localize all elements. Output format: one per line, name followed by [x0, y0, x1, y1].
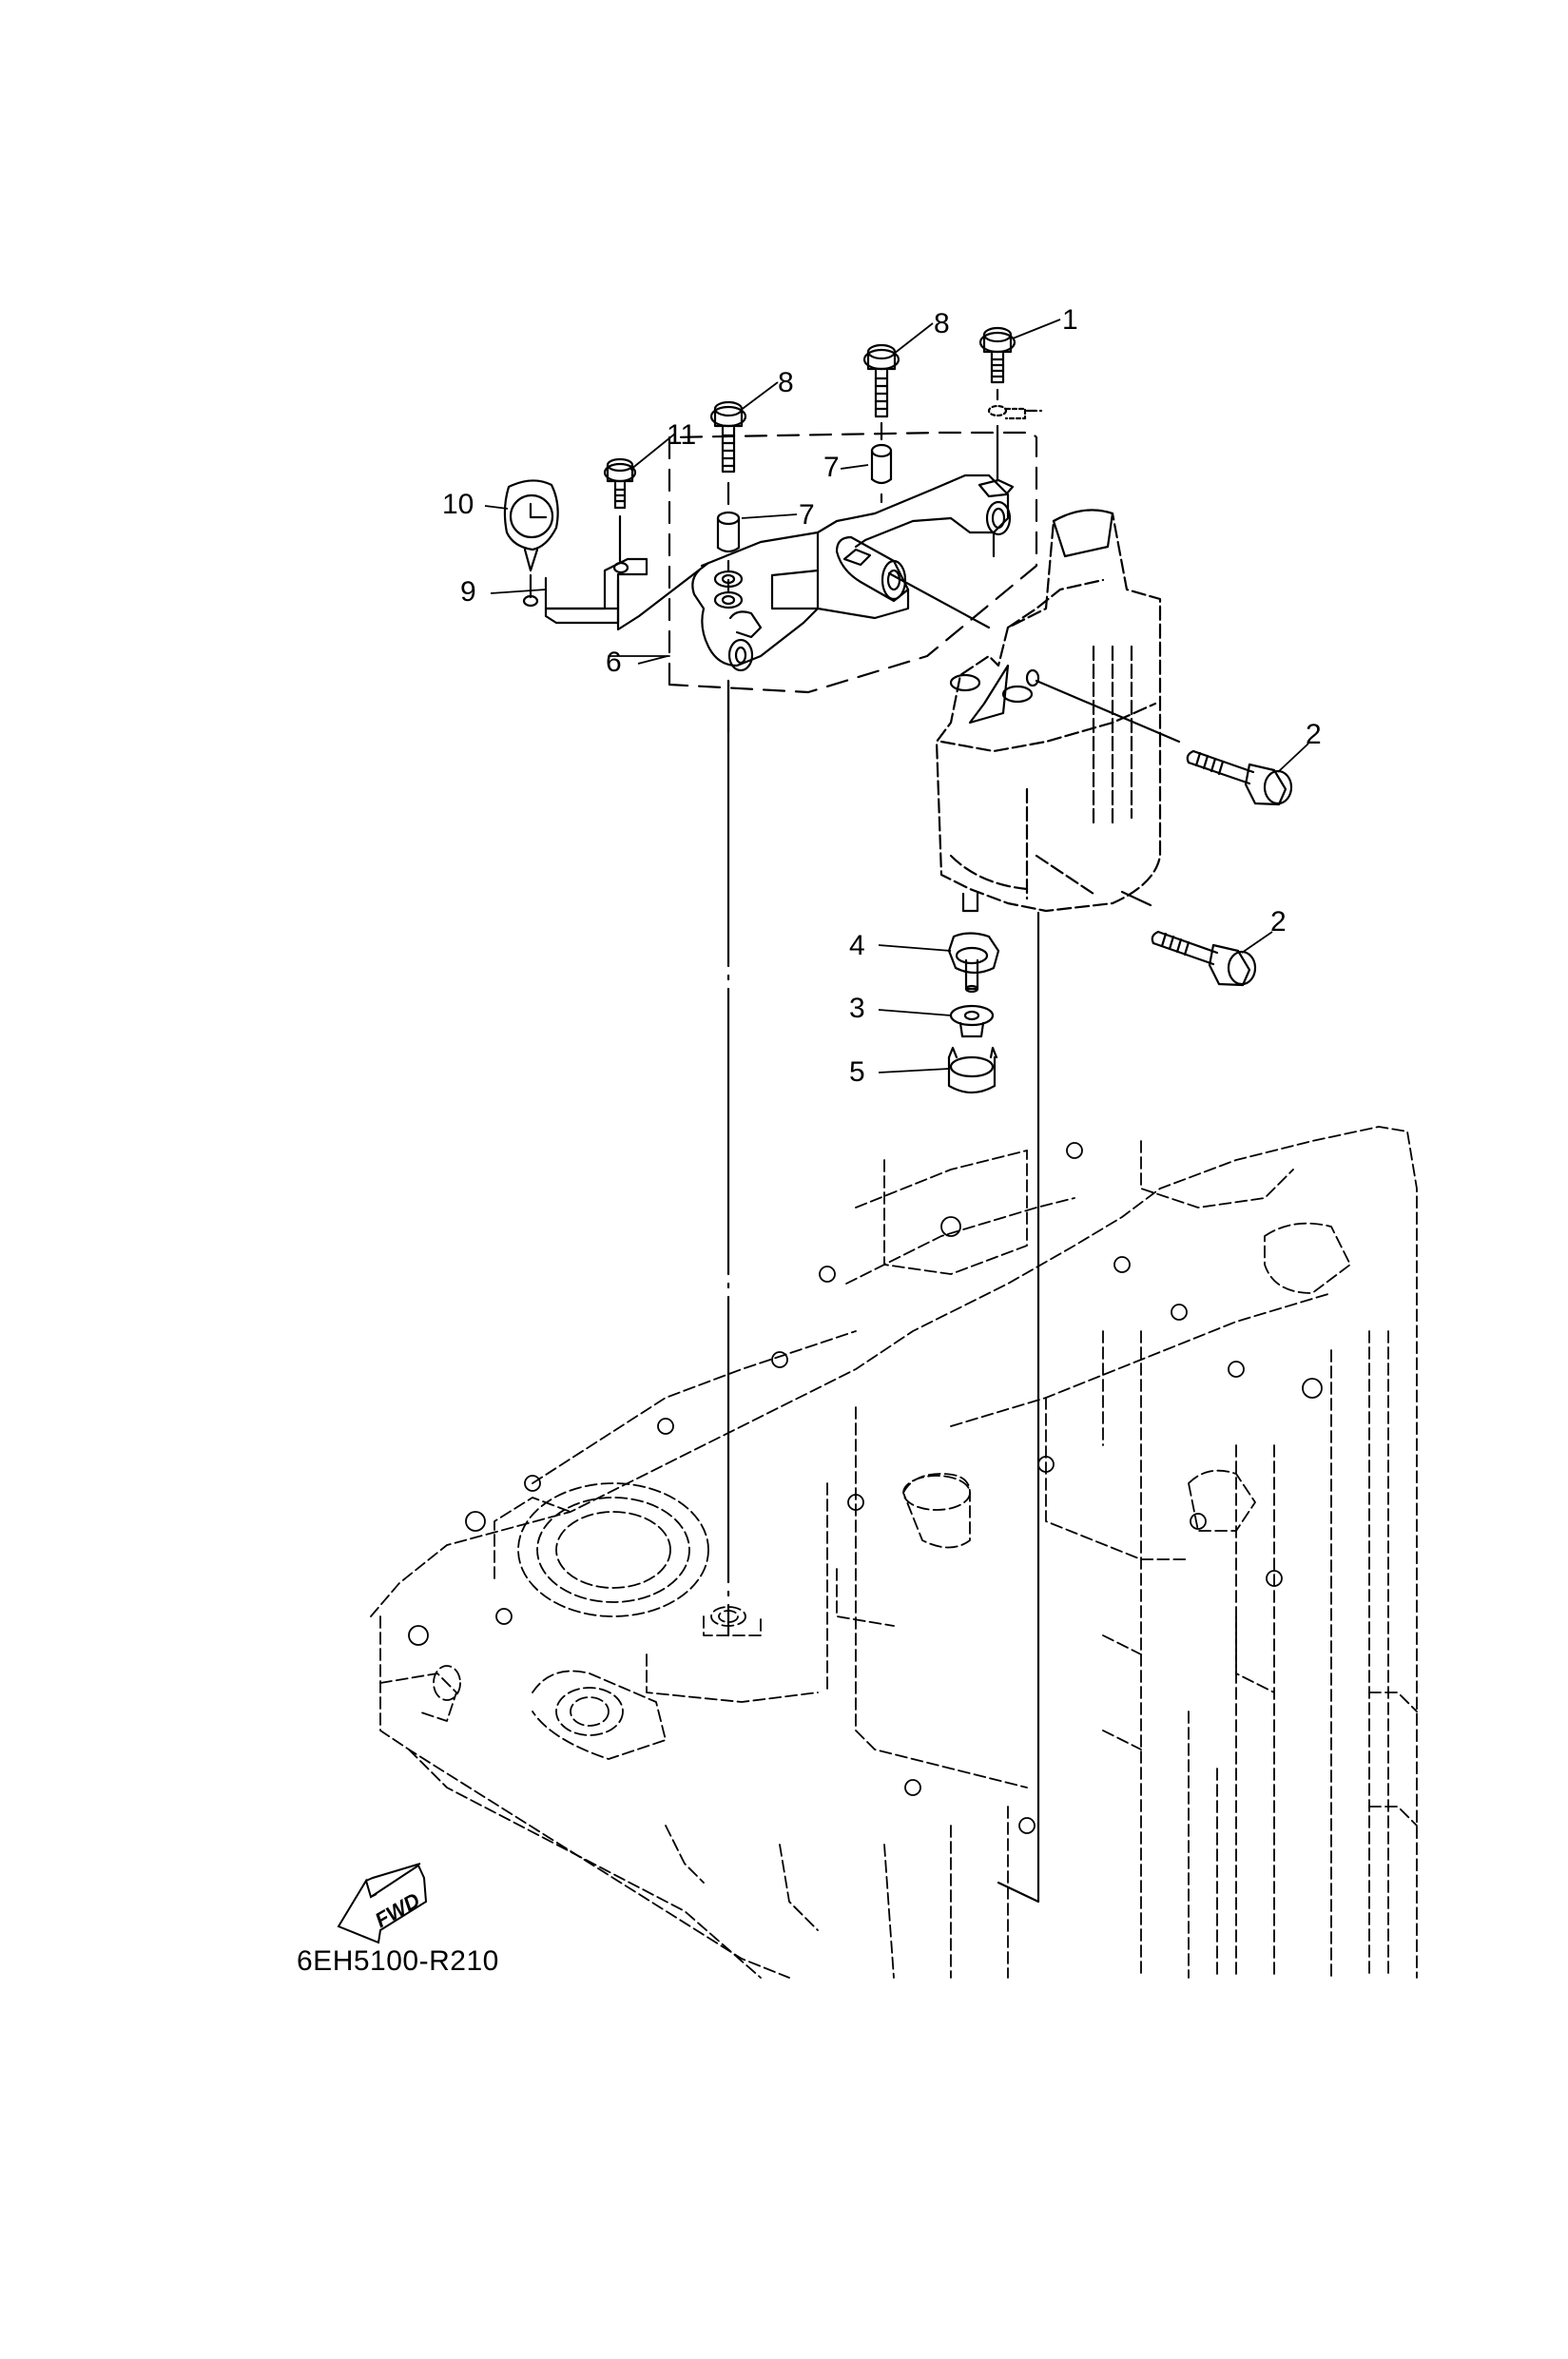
collar-7-upper	[870, 443, 893, 504]
callout-9: 9	[460, 576, 476, 608]
callout-6: 6	[606, 647, 622, 678]
callout-11: 11	[667, 419, 697, 451]
leader-starter-to-block	[997, 911, 1040, 1904]
bolt-2-upper	[1186, 749, 1293, 806]
bolt-8-left	[709, 400, 747, 506]
engine-block-bolt-holes	[408, 1142, 1323, 1834]
bracket-9	[522, 557, 710, 631]
callout-8-left: 8	[778, 367, 794, 398]
starter-motor	[935, 509, 1162, 913]
bracket-6	[691, 474, 1015, 734]
clamp-10	[503, 479, 559, 599]
nut-3	[949, 1004, 995, 1038]
callout-8-right: 8	[934, 308, 950, 339]
bracket-assembly-dashed-outline	[668, 431, 1038, 694]
bolt-1	[978, 326, 1043, 482]
fwd-direction-arrow: FWD	[337, 1863, 428, 1944]
bolt-11	[603, 457, 637, 563]
callout-4: 4	[849, 930, 865, 961]
cap-5	[947, 1046, 998, 1094]
callout-leaders	[484, 319, 1309, 1073]
bolt-2-lower	[1151, 930, 1257, 987]
callout-1: 1	[1062, 304, 1078, 336]
callout-7-lower: 7	[799, 499, 815, 531]
callout-3: 3	[849, 993, 865, 1024]
engine-block	[370, 1126, 1418, 1979]
callout-7-upper: 7	[823, 452, 840, 483]
callout-10: 10	[442, 489, 474, 520]
callout-2-upper: 2	[1306, 719, 1322, 750]
callout-5: 5	[849, 1056, 865, 1088]
bolt-8-right	[862, 343, 900, 441]
terminal-4	[947, 932, 1000, 994]
drawing-code: 6EH5100-R210	[297, 1945, 499, 1977]
starter-motor-solid-details	[887, 509, 1181, 913]
callout-2-lower: 2	[1270, 906, 1287, 938]
